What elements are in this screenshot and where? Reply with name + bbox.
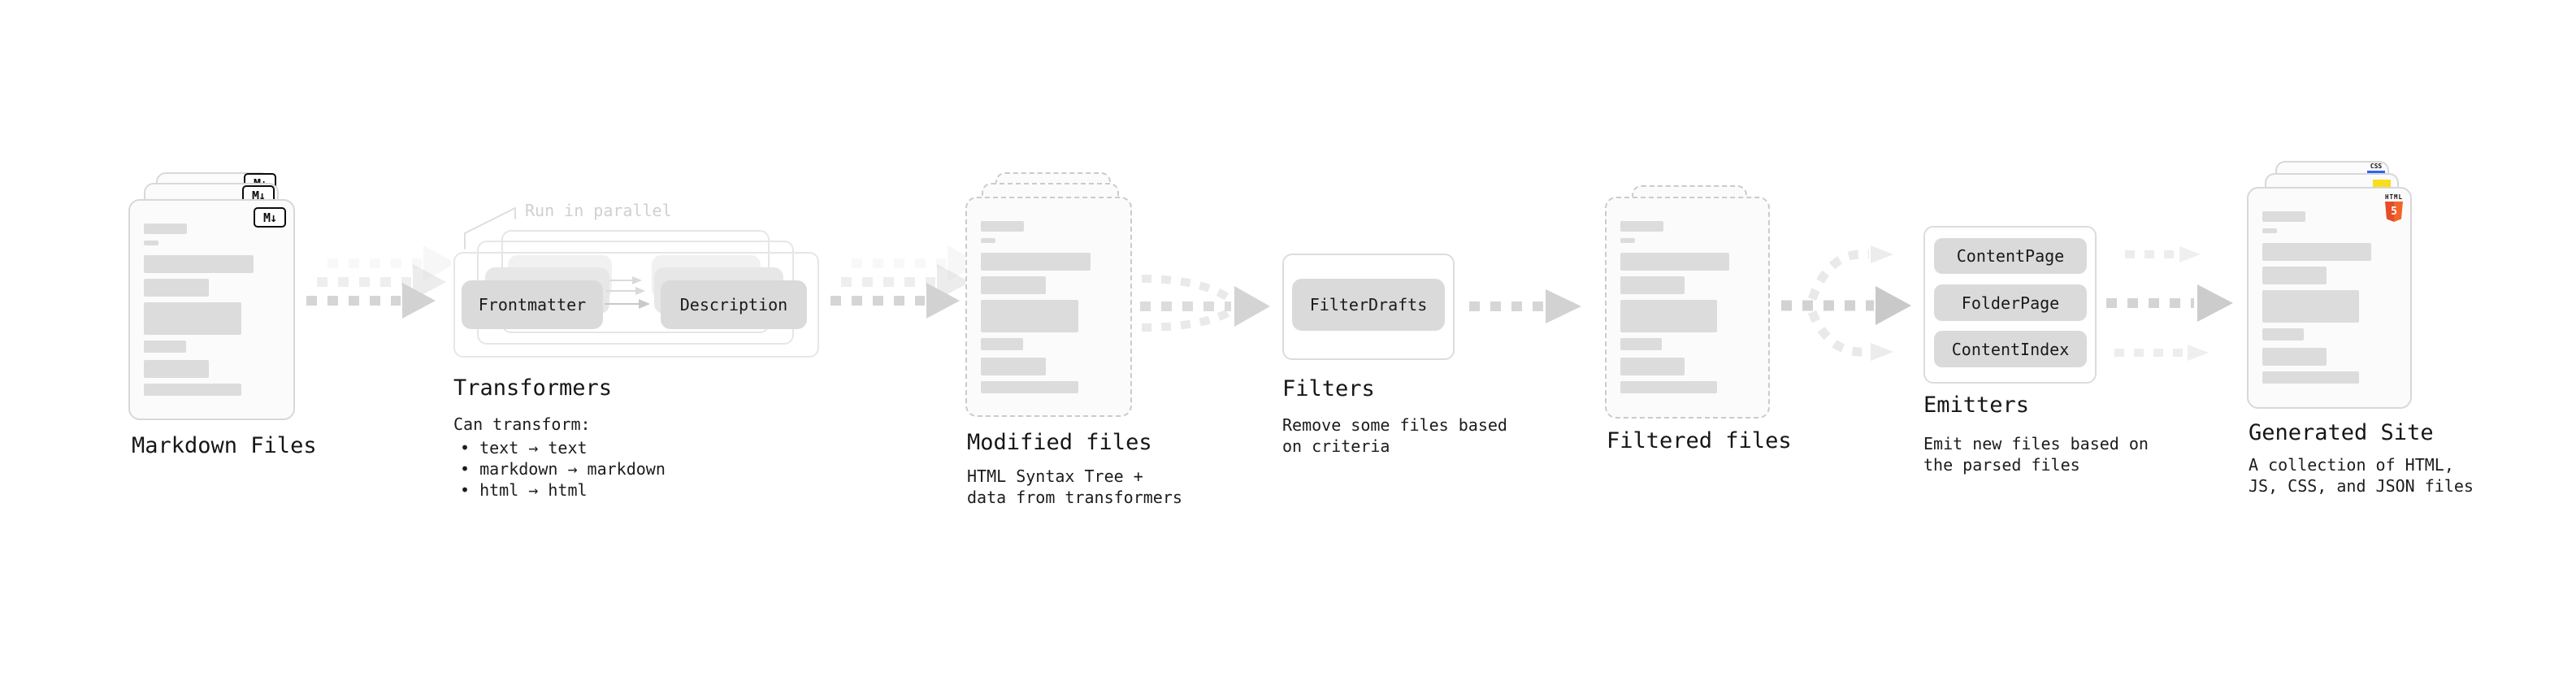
html5-icon-label: HTML	[2384, 193, 2404, 201]
transform-note-item: • html → html	[460, 480, 588, 500]
modified-files-subtitle: HTML Syntax Tree + data from transformer…	[967, 466, 1182, 507]
markdown-icon: M↓	[254, 207, 286, 228]
arrow-emitters-to-site	[2106, 246, 2233, 361]
site-file-card-html: HTML 5	[2247, 187, 2412, 409]
arrow-filters-to-filtered	[1469, 289, 1581, 323]
html5-icon-shield: 5	[2385, 202, 2403, 222]
frontmatter-pill: Frontmatter	[462, 280, 603, 329]
arrow-merge-modified-to-filters	[1140, 275, 1270, 332]
arrow-frontmatter-to-description	[605, 276, 650, 309]
doc-placeholder-lines	[2262, 211, 2396, 384]
modified-file-card-front	[965, 197, 1132, 417]
transform-note-item: • markdown → markdown	[460, 459, 666, 479]
contentpage-pill: ContentPage	[1934, 238, 2087, 274]
css-icon-label: CSS	[2370, 163, 2383, 170]
markdown-files-title: Markdown Files	[132, 433, 317, 458]
transformer-frame-front	[453, 252, 819, 358]
emitters-title: Emitters	[1923, 393, 2030, 418]
contentindex-pill: ContentIndex	[1934, 331, 2087, 367]
filters-title: Filters	[1282, 376, 1375, 401]
html5-icon-number: 5	[2391, 206, 2397, 218]
filtered-file-card-front	[1605, 197, 1770, 419]
transformers-note-list: • text → text • markdown → markdown • ht…	[460, 437, 666, 501]
transform-note-item: • text → text	[460, 438, 588, 458]
folderpage-pill: FolderPage	[1934, 284, 2087, 321]
filterdrafts-pill: FilterDrafts	[1292, 279, 1445, 331]
description-pill: Description	[661, 280, 807, 329]
generated-site-title: Generated Site	[2249, 420, 2434, 445]
doc-placeholder-lines	[981, 221, 1117, 393]
transformers-title: Transformers	[453, 375, 613, 401]
generated-site-subtitle: A collection of HTML, JS, CSS, and JSON …	[2249, 455, 2474, 496]
transformers-note-heading: Can transform:	[453, 414, 591, 434]
filters-subtitle: Remove some files based on criteria	[1282, 415, 1507, 456]
arrow-fanout-filtered-to-emitters	[1781, 245, 1911, 361]
arrow-markdown-to-transformers	[288, 240, 451, 337]
emitters-subtitle: Emit new files based on the parsed files	[1923, 434, 2149, 475]
filtered-files-title: Filtered files	[1607, 428, 1792, 453]
modified-files-title: Modified files	[967, 430, 1152, 455]
doc-placeholder-lines	[144, 223, 280, 396]
run-in-parallel-label: Run in parallel	[525, 201, 672, 220]
css-icon: CSS	[2367, 163, 2385, 173]
html5-icon: HTML 5	[2383, 193, 2405, 222]
css-icon-bar	[2367, 171, 2385, 173]
markdown-file-card-front: M↓	[128, 199, 295, 420]
run-in-parallel-connector	[464, 207, 516, 249]
doc-placeholder-lines	[1620, 221, 1754, 393]
arrow-transformers-to-modified	[813, 240, 975, 337]
